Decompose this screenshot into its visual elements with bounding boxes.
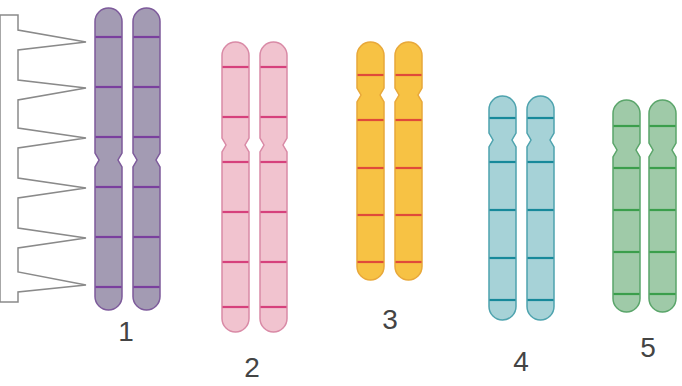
- chromosome-band: [223, 116, 249, 118]
- chromosome-band: [490, 117, 516, 119]
- chromosome-band: [396, 214, 422, 216]
- chromosome-band: [134, 286, 160, 288]
- chromatid: [649, 100, 676, 312]
- chromosome-band: [134, 186, 160, 188]
- chromatid: [357, 42, 384, 280]
- chromosome-band: [358, 74, 384, 76]
- chromosome-band: [96, 86, 122, 88]
- chromosome-band: [358, 214, 384, 216]
- chromosome-band: [261, 211, 287, 213]
- chromatid: [613, 100, 640, 312]
- chromosome-pair: [613, 100, 676, 312]
- chromosome-pair: [357, 42, 422, 280]
- chromosome-band: [261, 66, 287, 68]
- chromosome-band: [490, 299, 516, 301]
- chromosome-band: [396, 167, 422, 169]
- chromosome-band: [96, 136, 122, 138]
- chromosome-band: [528, 299, 554, 301]
- chromosome-number: 5: [640, 334, 656, 362]
- chromatid: [133, 8, 160, 310]
- chromosome-band: [396, 74, 422, 76]
- chromosome-band: [96, 36, 122, 38]
- chromosome-band: [528, 117, 554, 119]
- chromosome-band: [490, 209, 516, 211]
- chromosome-band: [358, 167, 384, 169]
- chromosome-band: [614, 251, 640, 253]
- chromosome-band: [528, 209, 554, 211]
- chromosome-number: 3: [382, 306, 398, 334]
- chromatid: [395, 42, 422, 280]
- chromatid: [260, 42, 287, 332]
- chromosome-band: [223, 211, 249, 213]
- chromosome-number: 2: [244, 354, 260, 382]
- chromosome-band: [650, 167, 676, 169]
- chromosome-band: [614, 167, 640, 169]
- chromosome-band: [396, 119, 422, 121]
- chromosome-band: [261, 161, 287, 163]
- chromosome-band: [650, 251, 676, 253]
- chromosome-band: [96, 186, 122, 188]
- chromosome-band: [134, 236, 160, 238]
- chromatid: [527, 96, 554, 320]
- chromosome-band: [223, 161, 249, 163]
- chromatid: [489, 96, 516, 320]
- chromosome-pair: [489, 96, 554, 320]
- chromosome-band: [614, 125, 640, 127]
- chromosome-band: [223, 261, 249, 263]
- chromosome-band: [650, 125, 676, 127]
- chromosome-band: [261, 306, 287, 308]
- chromosome-band: [134, 36, 160, 38]
- chromosome-band: [223, 306, 249, 308]
- chromosome-band: [223, 66, 249, 68]
- chromosome-band: [614, 293, 640, 295]
- chromosome-band: [614, 209, 640, 211]
- chromosome-band: [96, 236, 122, 238]
- chromosome-band: [650, 209, 676, 211]
- chromosome-band: [490, 161, 516, 163]
- band-pointer-bracket: [0, 15, 86, 302]
- chromosome-band: [650, 293, 676, 295]
- chromosome-band: [528, 161, 554, 163]
- chromosome-band: [134, 136, 160, 138]
- chromosome-band: [528, 257, 554, 259]
- chromosome-band: [96, 286, 122, 288]
- chromatid: [222, 42, 249, 332]
- chromosome-band: [358, 261, 384, 263]
- chromosome-band: [358, 119, 384, 121]
- chromosome-band: [134, 86, 160, 88]
- chromatid: [95, 8, 122, 310]
- chromosome-band: [490, 257, 516, 259]
- chromosome-number: 4: [513, 348, 529, 376]
- chromosome-number: 1: [118, 318, 134, 346]
- chromosome-pair: [222, 42, 287, 332]
- chromosome-band: [396, 261, 422, 263]
- chromosome-band: [261, 261, 287, 263]
- chromosome-band: [261, 116, 287, 118]
- chromosome-pair: [95, 8, 160, 310]
